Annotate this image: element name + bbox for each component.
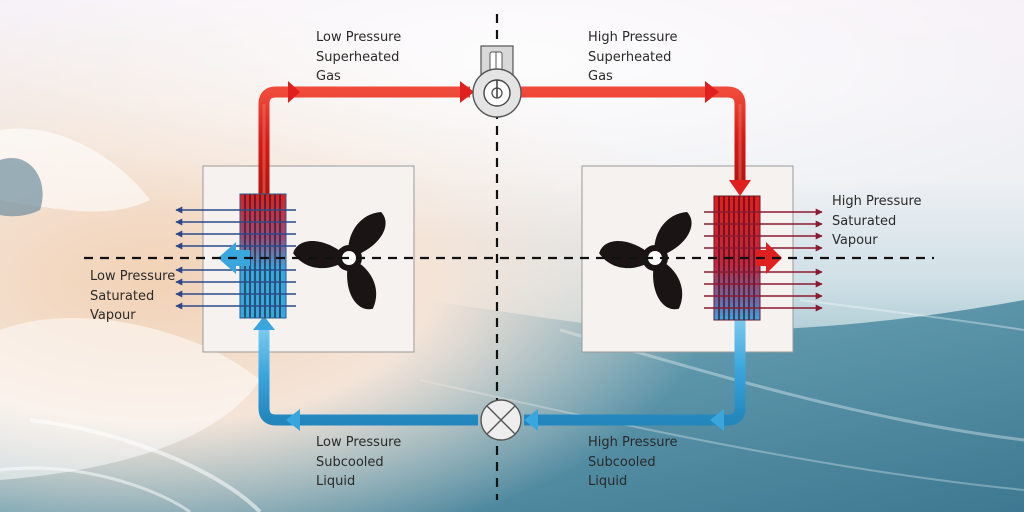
low-temperature-pipe — [258, 318, 746, 426]
expansion-valve-icon — [480, 399, 522, 441]
compressor-icon — [472, 45, 522, 118]
flow-arrow — [524, 409, 538, 431]
high-pressure-superheated-gas-label: High Pressure Superheated Gas — [588, 30, 678, 84]
flow-arrow — [710, 409, 724, 431]
flow-arrow — [705, 81, 719, 103]
flow-arrow — [288, 81, 300, 103]
fan-icon — [293, 212, 386, 310]
flow-arrow — [286, 409, 300, 431]
condenser-coil — [713, 195, 761, 321]
flow-arrow — [253, 316, 275, 330]
condenser-airflow-arrows — [704, 208, 823, 312]
flow-arrow — [729, 180, 751, 196]
high-temperature-pipe — [258, 86, 746, 194]
low-pressure-superheated-gas-label: Low Pressure Superheated Gas — [316, 30, 402, 84]
high-pressure-subcooled-liquid-label: High Pressure Subcooled Liquid — [588, 435, 678, 489]
high-pressure-saturated-vapour-label: High Pressure Saturated Vapour — [832, 194, 922, 248]
low-pressure-saturated-vapour-label: Low Pressure Saturated Vapour — [90, 269, 176, 323]
condenser-outlet-arrow — [756, 242, 782, 274]
flow-arrow — [460, 81, 474, 103]
low-pressure-subcooled-liquid-label: Low Pressure Subcooled Liquid — [316, 435, 402, 489]
fan-icon — [599, 212, 692, 310]
